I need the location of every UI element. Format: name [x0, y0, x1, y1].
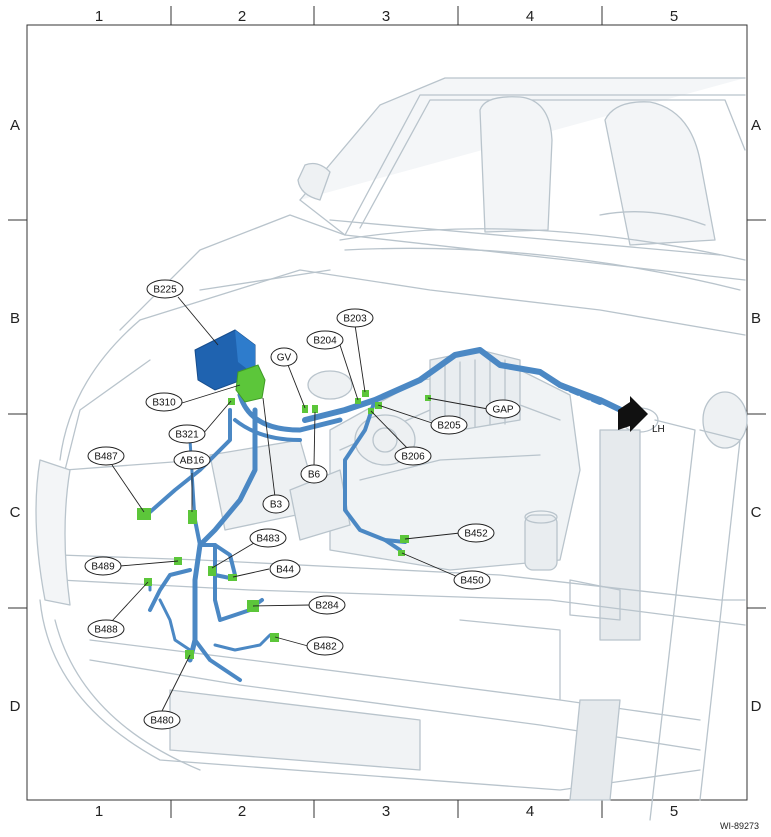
- b204-connector: [355, 398, 361, 404]
- grid-col-label: 1: [95, 803, 103, 820]
- grid-col-label: 3: [382, 803, 390, 820]
- callout-b488-bubble: [87, 619, 125, 639]
- callout-b203-bubble: [336, 308, 374, 328]
- reference-id: WI-89273: [720, 821, 759, 831]
- callouts: [84, 279, 521, 730]
- callout-b482-bubble: [306, 636, 344, 656]
- callout-b204: B204: [313, 336, 337, 347]
- callout-b6: B6: [308, 470, 321, 481]
- callout-b452: B452: [464, 529, 488, 540]
- callout-b284: B284: [315, 601, 339, 612]
- b483-connector: [208, 566, 216, 576]
- b203-connector: [362, 390, 369, 397]
- callout-b450: B450: [460, 576, 484, 587]
- callout-b489: B489: [91, 562, 115, 573]
- callout-gap: GAP: [492, 405, 513, 416]
- callout-b205: B205: [437, 421, 461, 432]
- callout-ab16: AB16: [180, 456, 205, 467]
- b452-connector: [400, 535, 409, 543]
- grid-row-label: A: [10, 117, 20, 134]
- callout-b225: B225: [153, 285, 177, 296]
- callout-b205-bubble: [430, 415, 468, 435]
- callout-b284-bubble: [308, 595, 346, 615]
- callout-b321-bubble: [168, 424, 206, 444]
- lh-arrow: [618, 396, 648, 432]
- callout-b483-bubble: [249, 528, 287, 548]
- b450-connector: [398, 550, 405, 556]
- callout-b452-bubble: [457, 523, 495, 543]
- grid-row-label: A: [751, 117, 761, 134]
- b310-connector: [235, 364, 266, 403]
- wiring-harness: [148, 347, 628, 682]
- b480-connector: [185, 650, 194, 659]
- callout-gap-bubble: [485, 399, 521, 419]
- callout-b206-bubble: [394, 446, 432, 466]
- b321-connector: [228, 398, 235, 405]
- grid-row-label: D: [751, 698, 762, 715]
- callout-b488: B488: [94, 625, 118, 636]
- grid-col-label: 5: [670, 803, 678, 820]
- gv-connector: [302, 405, 308, 413]
- b44-connector: [228, 574, 237, 581]
- grid-col-label: 4: [526, 8, 534, 25]
- callout-b489-bubble: [84, 556, 122, 576]
- grid-col-label: 5: [670, 8, 678, 25]
- callout-b206: B206: [401, 452, 425, 463]
- direction-label: LH: [652, 424, 665, 435]
- b482-connector: [270, 633, 279, 642]
- grid-col-label: 4: [526, 803, 534, 820]
- callout-b480-bubble: [143, 710, 181, 730]
- vehicle-illustration: [35, 77, 748, 821]
- callout-b321: B321: [175, 430, 199, 441]
- callout-ab16-bubble: [173, 450, 211, 470]
- callout-gv: GV: [277, 353, 292, 364]
- callout-b204-bubble: [306, 330, 344, 350]
- b487-connector: [137, 508, 151, 520]
- callout-b450-bubble: [453, 570, 491, 590]
- grid-row-label: B: [751, 310, 761, 327]
- grid-row-label: C: [751, 504, 762, 521]
- callout-b44-bubble: [269, 559, 301, 579]
- callout-b310: B310: [152, 398, 176, 409]
- grid-col-label: 2: [238, 8, 246, 25]
- ab16-connector: [188, 510, 197, 524]
- b6-connector: [312, 405, 318, 413]
- callout-b480: B480: [150, 716, 174, 727]
- grid-col-label: 1: [95, 8, 103, 25]
- callout-b310-bubble: [145, 392, 183, 412]
- grid-row-label: D: [10, 698, 21, 715]
- grid-col-label: 3: [382, 8, 390, 25]
- callout-b483: B483: [256, 534, 280, 545]
- grid-row-label: C: [10, 504, 21, 521]
- leader-lines: [111, 296, 489, 712]
- callout-b203: B203: [343, 314, 367, 325]
- callout-b3: B3: [270, 500, 283, 511]
- callout-b487: B487: [94, 452, 118, 463]
- callout-b482: B482: [313, 642, 337, 653]
- grid-row-label: B: [10, 310, 20, 327]
- callout-b6-bubble: [300, 464, 328, 484]
- callout-gv-bubble: [270, 347, 298, 367]
- callout-b225-bubble: [146, 279, 184, 299]
- callout-b487-bubble: [87, 446, 125, 466]
- grid-col-label: 2: [238, 803, 246, 820]
- callout-b44: B44: [276, 565, 294, 576]
- callout-b3-bubble: [262, 494, 290, 514]
